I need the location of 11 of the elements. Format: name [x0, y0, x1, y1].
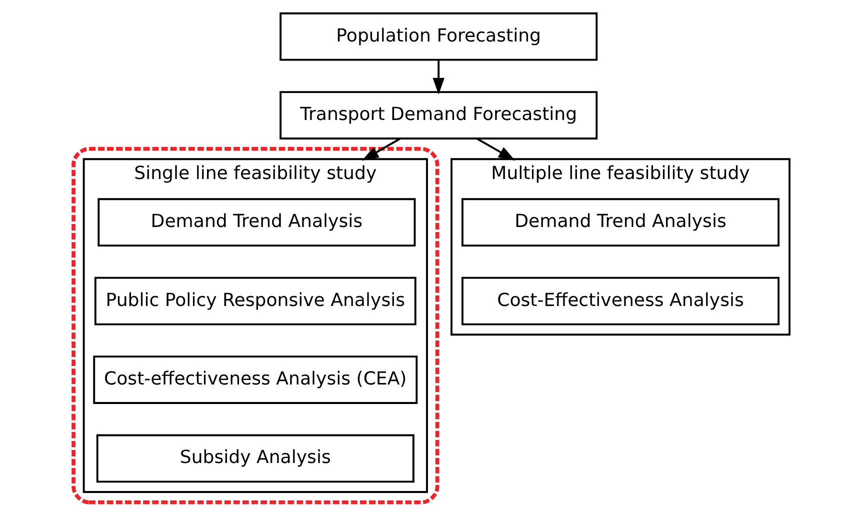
arrow — [476, 138, 516, 161]
node-box: Transport Demand Forecasting — [280, 91, 598, 140]
arrow — [432, 60, 444, 95]
node-box: Cost-effectiveness Analysis (CEA) — [93, 356, 418, 404]
arrow — [362, 138, 400, 161]
node-box: Subsidy Analysis — [96, 434, 414, 483]
node-box: Demand Trend Analysis — [98, 198, 416, 247]
node-box: Population Forecasting — [280, 12, 598, 61]
node-box: Cost-Effectiveness Analysis — [462, 276, 780, 326]
node-box: Public Policy Responsive Analysis — [94, 276, 416, 326]
node-box: Demand Trend Analysis — [462, 198, 780, 247]
